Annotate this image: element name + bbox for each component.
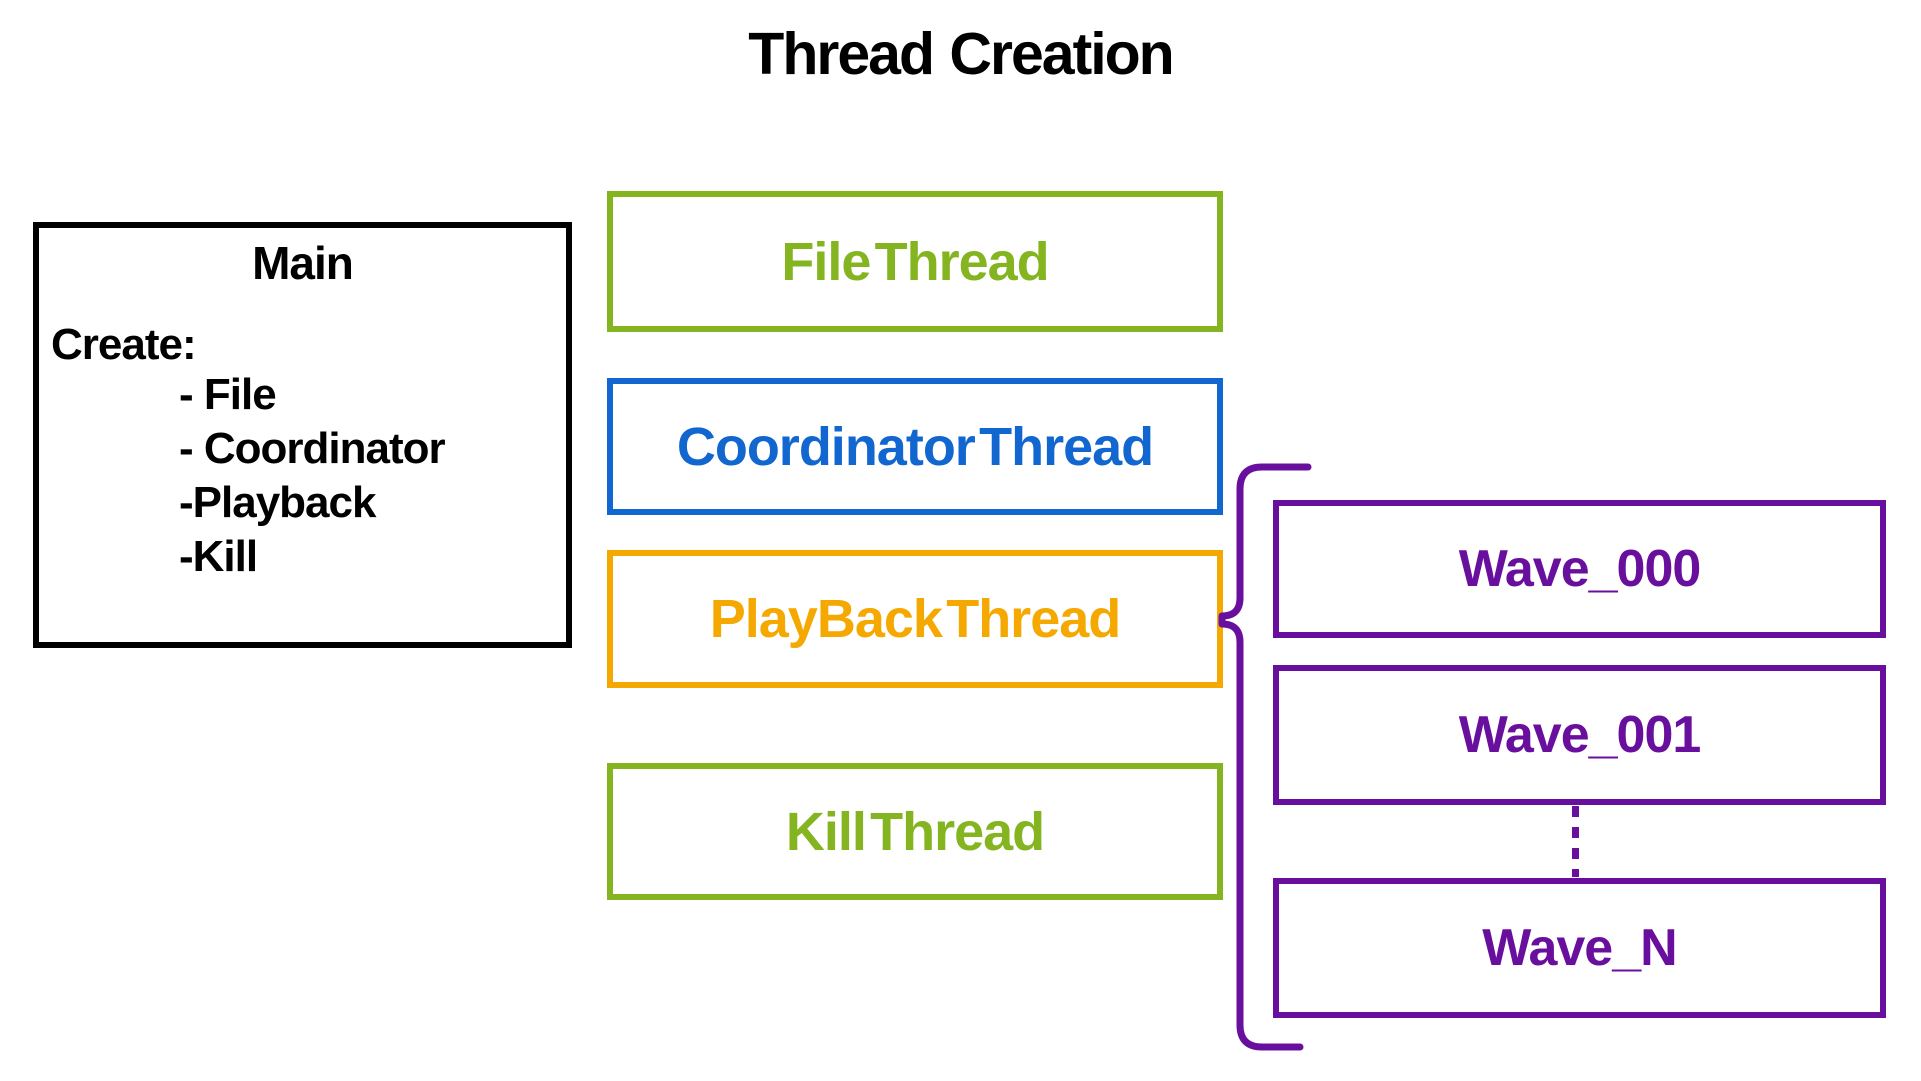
create-list: - File - Coordinator -Playback -Kill	[179, 368, 446, 584]
create-item-file: - File	[179, 370, 277, 419]
create-item-playback: -Playback	[179, 478, 376, 527]
playback-thread-label: PlayBack Thread	[709, 589, 1121, 649]
playback-thread-box: PlayBack Thread	[607, 550, 1223, 688]
wave-000-box: Wave_000	[1273, 500, 1886, 638]
page-title: Thread Creation	[748, 21, 1174, 87]
wave-000-label: Wave_000	[1458, 540, 1702, 598]
kill-thread-box: Kill Thread	[607, 763, 1223, 900]
coordinator-thread-box: Coordinator Thread	[607, 378, 1223, 515]
wave-n-label: Wave_N	[1482, 919, 1677, 977]
create-item-kill: -Kill	[179, 532, 258, 581]
file-thread-box: File Thread	[607, 191, 1223, 332]
main-box: Main Create: - File - Coordinator -Playb…	[33, 222, 572, 648]
create-heading: Create:	[51, 320, 197, 369]
coordinator-thread-label: Coordinator Thread	[676, 416, 1154, 477]
kill-thread-label: Kill Thread	[785, 801, 1045, 862]
file-thread-label: File Thread	[781, 231, 1049, 292]
wave-001-label: Wave_001	[1458, 706, 1702, 764]
wave-001-box: Wave_001	[1273, 665, 1886, 805]
wave-ellipsis-dashed-line	[1572, 806, 1579, 877]
wave-n-box: Wave_N	[1273, 878, 1886, 1018]
create-item-coordinator: - Coordinator	[179, 424, 446, 473]
main-box-title: Main	[252, 237, 354, 289]
